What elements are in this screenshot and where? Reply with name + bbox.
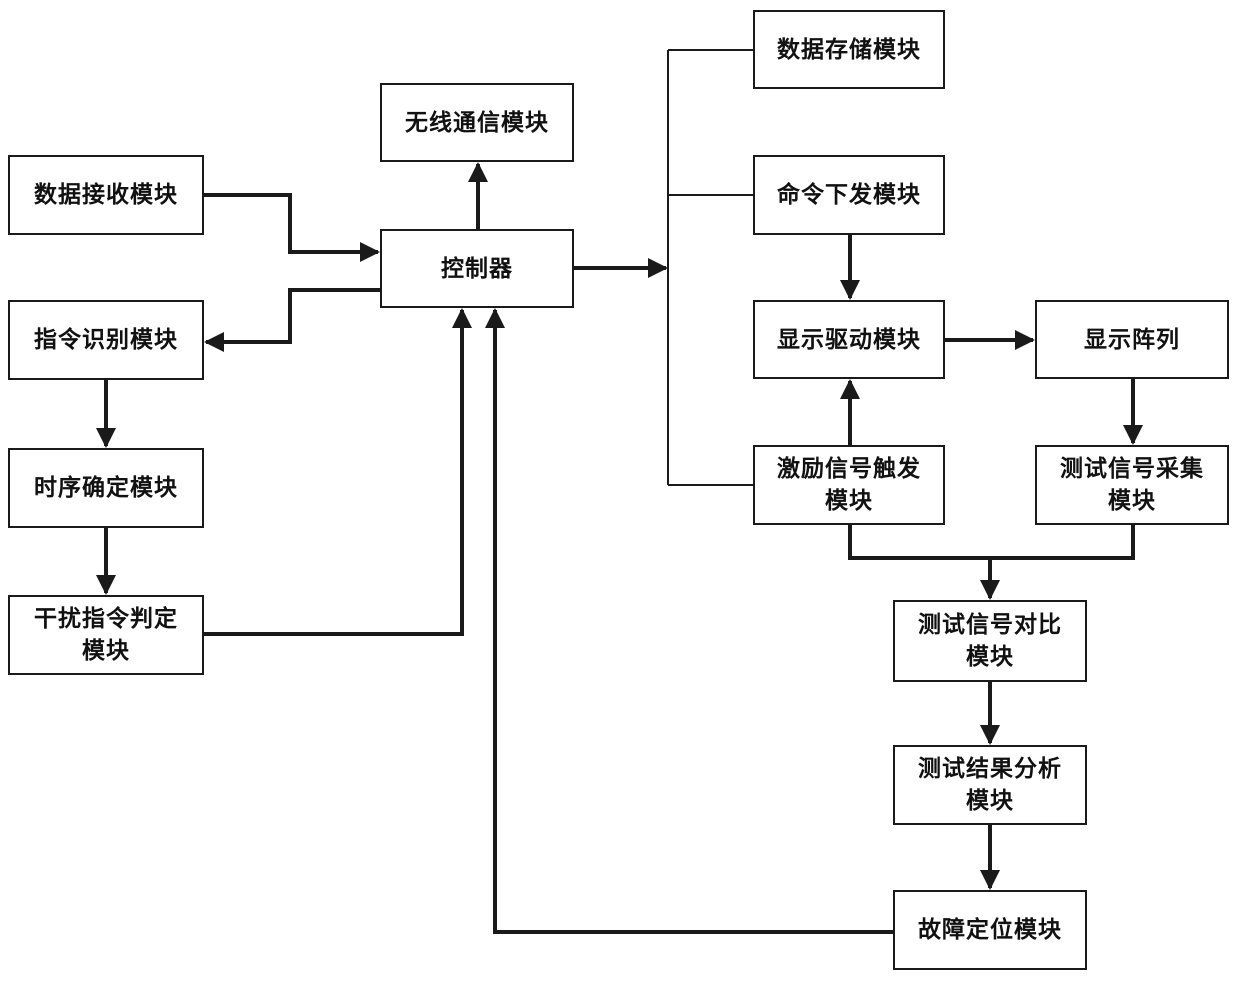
display-driver-module-label: 显示驱动模块 bbox=[777, 324, 921, 356]
wireless-communication-module: 无线通信模块 bbox=[380, 83, 574, 162]
command-recognition-module: 指令识别模块 bbox=[8, 300, 204, 380]
arrow-data-receive-to-controller bbox=[204, 195, 378, 252]
command-issue-module-label: 命令下发模块 bbox=[777, 179, 921, 211]
display-array-label: 显示阵列 bbox=[1084, 324, 1180, 356]
controller-label: 控制器 bbox=[441, 253, 513, 285]
arrow-interference-to-controller bbox=[204, 310, 462, 634]
timing-determination-module: 时序确定模块 bbox=[8, 448, 204, 528]
line-excitation-collect-merge bbox=[850, 525, 1133, 558]
test-signal-collect-module: 测试信号采集模块 bbox=[1035, 445, 1229, 525]
data-receive-module: 数据接收模块 bbox=[8, 155, 204, 235]
controller: 控制器 bbox=[380, 229, 574, 308]
command-issue-module: 命令下发模块 bbox=[753, 155, 945, 235]
excitation-trigger-module-label: 激励信号触发模块 bbox=[771, 453, 927, 517]
interference-judgment-module: 干扰指令判定模块 bbox=[8, 595, 204, 675]
test-result-analysis-module: 测试结果分析模块 bbox=[893, 745, 1087, 825]
test-signal-collect-module-label: 测试信号采集模块 bbox=[1053, 453, 1211, 517]
command-recognition-module-label: 指令识别模块 bbox=[34, 324, 178, 356]
wireless-communication-module-label: 无线通信模块 bbox=[405, 107, 549, 139]
test-signal-compare-module: 测试信号对比模块 bbox=[893, 600, 1087, 682]
display-array: 显示阵列 bbox=[1035, 300, 1229, 379]
data-receive-module-label: 数据接收模块 bbox=[34, 179, 178, 211]
excitation-trigger-module: 激励信号触发模块 bbox=[753, 445, 945, 525]
fault-location-module: 故障定位模块 bbox=[893, 890, 1087, 970]
arrow-controller-to-command-recognition bbox=[206, 290, 380, 342]
data-storage-module-label: 数据存储模块 bbox=[777, 34, 921, 66]
display-driver-module: 显示驱动模块 bbox=[753, 300, 945, 379]
data-storage-module: 数据存储模块 bbox=[753, 10, 945, 89]
test-signal-compare-module-label: 测试信号对比模块 bbox=[911, 609, 1069, 673]
test-result-analysis-module-label: 测试结果分析模块 bbox=[911, 753, 1069, 817]
arrow-fault-location-to-controller bbox=[495, 310, 893, 932]
interference-judgment-module-label: 干扰指令判定模块 bbox=[26, 603, 186, 667]
fault-location-module-label: 故障定位模块 bbox=[918, 914, 1062, 946]
timing-determination-module-label: 时序确定模块 bbox=[34, 472, 178, 504]
